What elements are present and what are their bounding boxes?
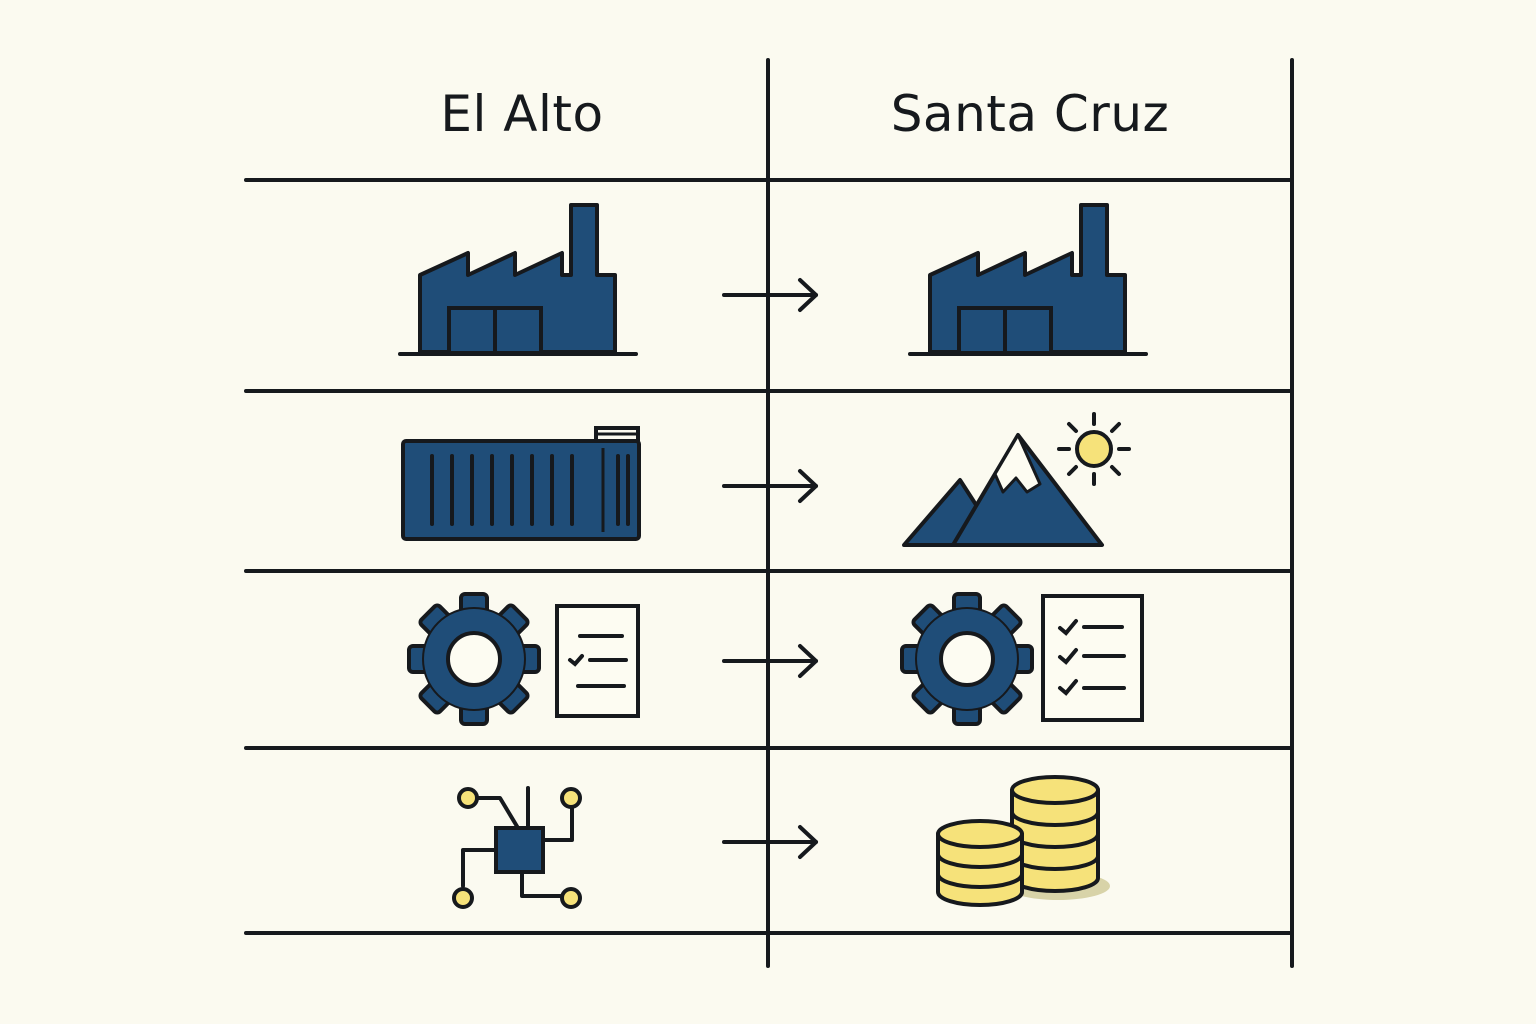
arrow-icon bbox=[722, 278, 818, 312]
circuit-chip-icon bbox=[452, 786, 582, 909]
gear-checklist-icon bbox=[407, 592, 640, 726]
arrow-icon bbox=[722, 825, 818, 859]
column-heading-el-alto: El Alto bbox=[440, 85, 604, 143]
checklist-icon bbox=[555, 604, 640, 718]
checklist-icon bbox=[1041, 594, 1144, 722]
gear-icon bbox=[407, 592, 541, 726]
arrows bbox=[722, 278, 818, 859]
factory-icon bbox=[398, 203, 638, 356]
column-heading-santa-cruz: Santa Cruz bbox=[890, 85, 1170, 143]
table-grid bbox=[244, 58, 1294, 968]
shipping-container-icon bbox=[401, 426, 641, 541]
coin-stack-back bbox=[1010, 775, 1100, 893]
gear-checklist-icon bbox=[900, 592, 1144, 726]
factory-icon bbox=[908, 203, 1148, 356]
mountain-sun-icon bbox=[902, 412, 1131, 547]
gear-icon bbox=[900, 592, 1034, 726]
coin-stacks-icon bbox=[936, 775, 1110, 907]
coin-stack-front bbox=[936, 819, 1024, 907]
arrow-icon bbox=[722, 644, 818, 678]
arrow-icon bbox=[722, 469, 818, 503]
sun-icon bbox=[1057, 412, 1131, 486]
